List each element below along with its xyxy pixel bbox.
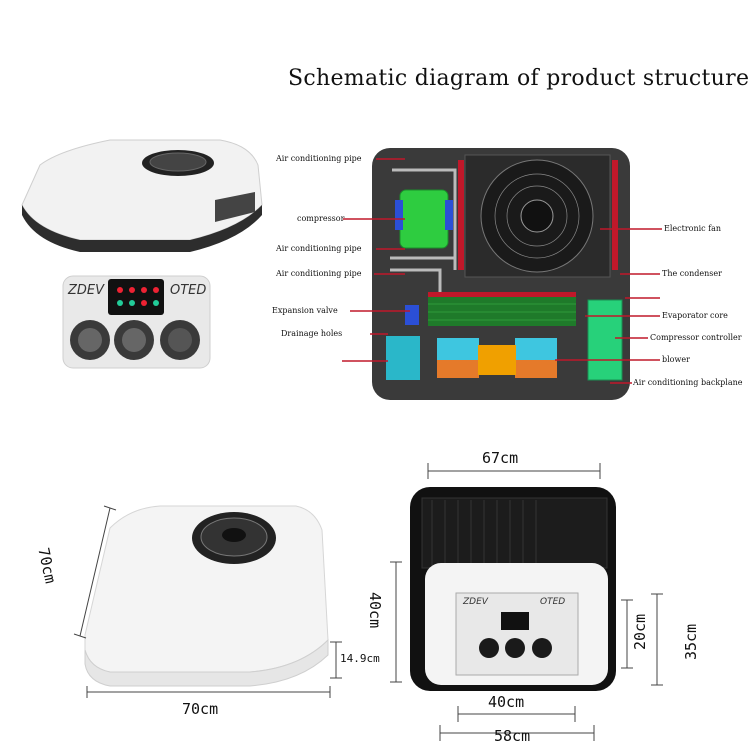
fan-icon	[142, 150, 214, 176]
callout-air-pipe-1: Air conditioning pipe	[276, 154, 362, 163]
callout-air-pipe-3: Air conditioning pipe	[276, 269, 362, 278]
dim-panel-height: 20cm	[631, 613, 649, 650]
bottom-view	[390, 463, 663, 741]
dim-panel-width: 40cm	[488, 693, 525, 711]
bottom-panel-brand-right: OTED	[540, 597, 566, 607]
callout-condenser: The condenser	[662, 269, 722, 278]
vent-icon	[70, 320, 200, 360]
dim-bottom-width: 67cm	[482, 449, 519, 467]
dim-bottom-height: 40cm	[366, 592, 384, 629]
callout-compressor: compressor	[297, 214, 345, 223]
callout-drainage-holes: Drainage holes	[281, 329, 343, 338]
dim-side-height: 14.9cm	[340, 652, 380, 665]
electronic-fan-icon	[480, 159, 594, 273]
ac-unit-top-render	[21, 139, 263, 252]
structure-schematic	[372, 148, 630, 400]
callout-backplane: Air conditioning backplane	[633, 378, 743, 387]
left-leader-lines	[342, 158, 410, 362]
control-panel-render	[62, 275, 211, 369]
page-title: Schematic diagram of product structure	[288, 66, 750, 91]
panel-brand-right: OTED	[170, 283, 207, 298]
right-leader-lines	[555, 228, 662, 384]
side-fan-icon	[192, 512, 276, 564]
callout-air-pipe-2: Air conditioning pipe	[276, 244, 362, 253]
bottom-panel-brand-left: ZDEV	[463, 597, 488, 607]
callout-compressor-controller: Compressor controller	[650, 333, 742, 342]
dim-side-width: 70cm	[182, 700, 219, 718]
bottom-vent-icons	[479, 612, 552, 658]
side-view	[73, 505, 342, 698]
callout-evaporator-core: Evaporator core	[662, 311, 728, 320]
callout-blower: blower	[662, 355, 690, 364]
dim-overall-depth: 35cm	[682, 623, 700, 660]
callout-expansion-valve: Expansion valve	[272, 306, 338, 315]
panel-brand-left: ZDEV	[68, 283, 105, 298]
dim-frame-width: 58cm	[494, 727, 531, 745]
callout-electronic-fan: Electronic fan	[664, 224, 722, 233]
